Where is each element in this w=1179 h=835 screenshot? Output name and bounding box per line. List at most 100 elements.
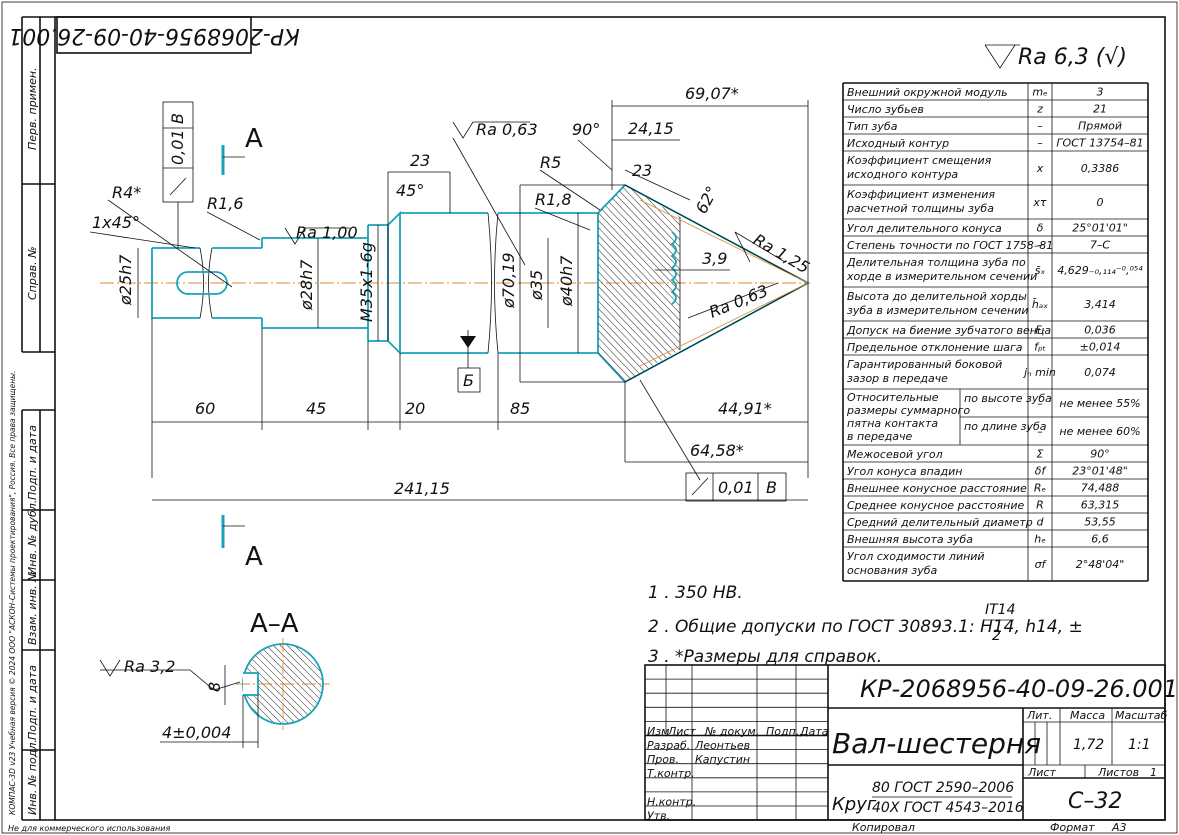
param-value: 6,6 bbox=[1091, 533, 1109, 546]
label-45deg: 45° bbox=[396, 181, 424, 200]
label-inv-dubl: Инв. № дубл. bbox=[26, 500, 39, 575]
dim-60: 60 bbox=[195, 399, 215, 418]
section-mark-top: А bbox=[245, 124, 263, 154]
left-margin-columns: Перв. примен. Справ. № Подп. и дата Инв.… bbox=[8, 16, 55, 821]
title-block-role: Н.контр. bbox=[647, 795, 696, 808]
param-value: 74,488 bbox=[1081, 482, 1120, 495]
param-value: ГОСТ 13754–81 bbox=[1056, 137, 1143, 150]
param-value: 2°48'04" bbox=[1076, 558, 1125, 571]
title-block-header: Изм bbox=[647, 725, 669, 738]
note-3: 3 . *Размеры для справок. bbox=[648, 647, 882, 667]
material-bottom: 40Х ГОСТ 4543–2016 bbox=[872, 800, 1024, 816]
label-podp-data-1: Подп. и дата bbox=[26, 425, 39, 500]
label-vzam-inv: Взам. инв. № bbox=[26, 570, 39, 645]
title-block-person: Леонтьев bbox=[694, 739, 750, 752]
param-name: Степень точности по ГОСТ 1758–81 bbox=[847, 239, 1053, 252]
dim-23-top: 23 bbox=[410, 151, 430, 170]
dim-3-9: 3,9 bbox=[702, 249, 727, 268]
material-top: 80 ГОСТ 2590–2006 bbox=[872, 780, 1014, 796]
param-name: Высота до делительной хорды bbox=[847, 290, 1027, 303]
param-name: Относительные bbox=[847, 391, 939, 404]
param-value: 4,629₋₀,₁₁₄⁻⁰,⁰⁵⁴ bbox=[1057, 264, 1143, 277]
param-value: ±0,014 bbox=[1080, 341, 1121, 354]
inner-frame bbox=[54, 16, 1166, 821]
rotated-doc-code: КР-2068956-40-09-26.001 bbox=[8, 23, 300, 48]
datum-b: Б bbox=[457, 330, 481, 393]
label-r5: R5 bbox=[540, 153, 561, 172]
param-symbol: x bbox=[1036, 162, 1044, 175]
param-symbol: mₑ bbox=[1032, 86, 1048, 99]
title-sheets: 1 bbox=[1150, 766, 1157, 779]
param-symbol: – bbox=[1037, 397, 1043, 410]
param-name: Угол сходимости линий bbox=[847, 550, 985, 563]
param-name: Средний делительный диаметр bbox=[847, 516, 1033, 529]
param-value: 23°01'48" bbox=[1072, 465, 1128, 478]
title-part-name: Вал-шестерня bbox=[832, 727, 1041, 760]
section-mark-bottom: А bbox=[245, 542, 263, 572]
param-sub-1: по высоте зуба bbox=[964, 392, 1052, 405]
param-value-2: не менее 60% bbox=[1059, 425, 1140, 438]
param-name-line-2: хорде в измерительном сечении bbox=[846, 270, 1037, 283]
label-r4: R4* bbox=[112, 183, 141, 202]
ra-0-63-cone: Ra 0,63 bbox=[706, 281, 770, 322]
param-value: 0 bbox=[1097, 196, 1104, 209]
leaders: R4* 1x45° R1,6 45° R5 R1,8 90° 62° bbox=[89, 120, 722, 288]
gdt-bottom-datum: В bbox=[766, 478, 777, 497]
param-name-line-2: исходного контура bbox=[847, 168, 958, 181]
title-block-role: Т.контр. bbox=[647, 767, 695, 780]
param-symbol: – bbox=[1037, 425, 1043, 438]
title-mass-label: Масса bbox=[1070, 709, 1105, 722]
dim-d25: ø25h7 bbox=[116, 254, 135, 306]
dim-d28: ø28h7 bbox=[297, 259, 316, 311]
gdt-frame-bottom: 0,01 В bbox=[685, 472, 787, 502]
datum-b-label: Б bbox=[463, 371, 474, 390]
param-name: Угол делительного конуса bbox=[847, 222, 1002, 235]
param-symbol: Fᵣ bbox=[1035, 324, 1045, 337]
param-name: Исходный контур bbox=[847, 137, 949, 150]
title-lit-label: Лит. bbox=[1026, 709, 1052, 722]
param-name: Делительная толщина зуба по bbox=[846, 256, 1026, 269]
gdt-top-datum: В bbox=[168, 113, 187, 124]
param-value-1: не менее 55% bbox=[1059, 397, 1140, 410]
param-sub-2: по длине зуба bbox=[964, 420, 1047, 433]
param-value: 90° bbox=[1090, 448, 1110, 461]
gear-hatch bbox=[598, 185, 680, 382]
dim-8: 8 bbox=[205, 682, 224, 692]
title-scale-label: Масштаб bbox=[1115, 709, 1167, 722]
title-block-role: Пров. bbox=[647, 753, 679, 766]
dim-23-cone: 23 bbox=[632, 161, 652, 180]
param-name: пятна контакта bbox=[847, 417, 938, 430]
label-inv-podl: Инв. № подл. bbox=[26, 739, 39, 815]
param-value: 63,315 bbox=[1081, 499, 1120, 512]
param-value: 21 bbox=[1093, 103, 1107, 116]
param-name-line-2: зуба в измерительном сечении bbox=[847, 304, 1029, 317]
param-name-line-2: основания зуба bbox=[847, 564, 938, 577]
dim-45: 45 bbox=[306, 399, 326, 418]
label-podp-data-2: Подп. и дата bbox=[26, 665, 39, 740]
title-block-person: Капустин bbox=[695, 753, 750, 766]
param-name: Межосевой угол bbox=[847, 448, 943, 461]
label-perv-primen: Перв. примен. bbox=[26, 67, 39, 150]
param-name: Внешний окружной модуль bbox=[847, 86, 1008, 99]
dim-20: 20 bbox=[405, 399, 425, 418]
title-block-role: Разраб. bbox=[647, 739, 690, 752]
copyright-text: КОМПАС-3D v23 Учебная версия © 2024 ООО … bbox=[8, 371, 17, 815]
key-tolerance: 4±0,004 bbox=[162, 723, 231, 742]
dim-69-07: 69,07* bbox=[685, 84, 739, 103]
param-value: 25°01'01" bbox=[1072, 222, 1128, 235]
title-mass: 1,72 bbox=[1073, 737, 1104, 753]
